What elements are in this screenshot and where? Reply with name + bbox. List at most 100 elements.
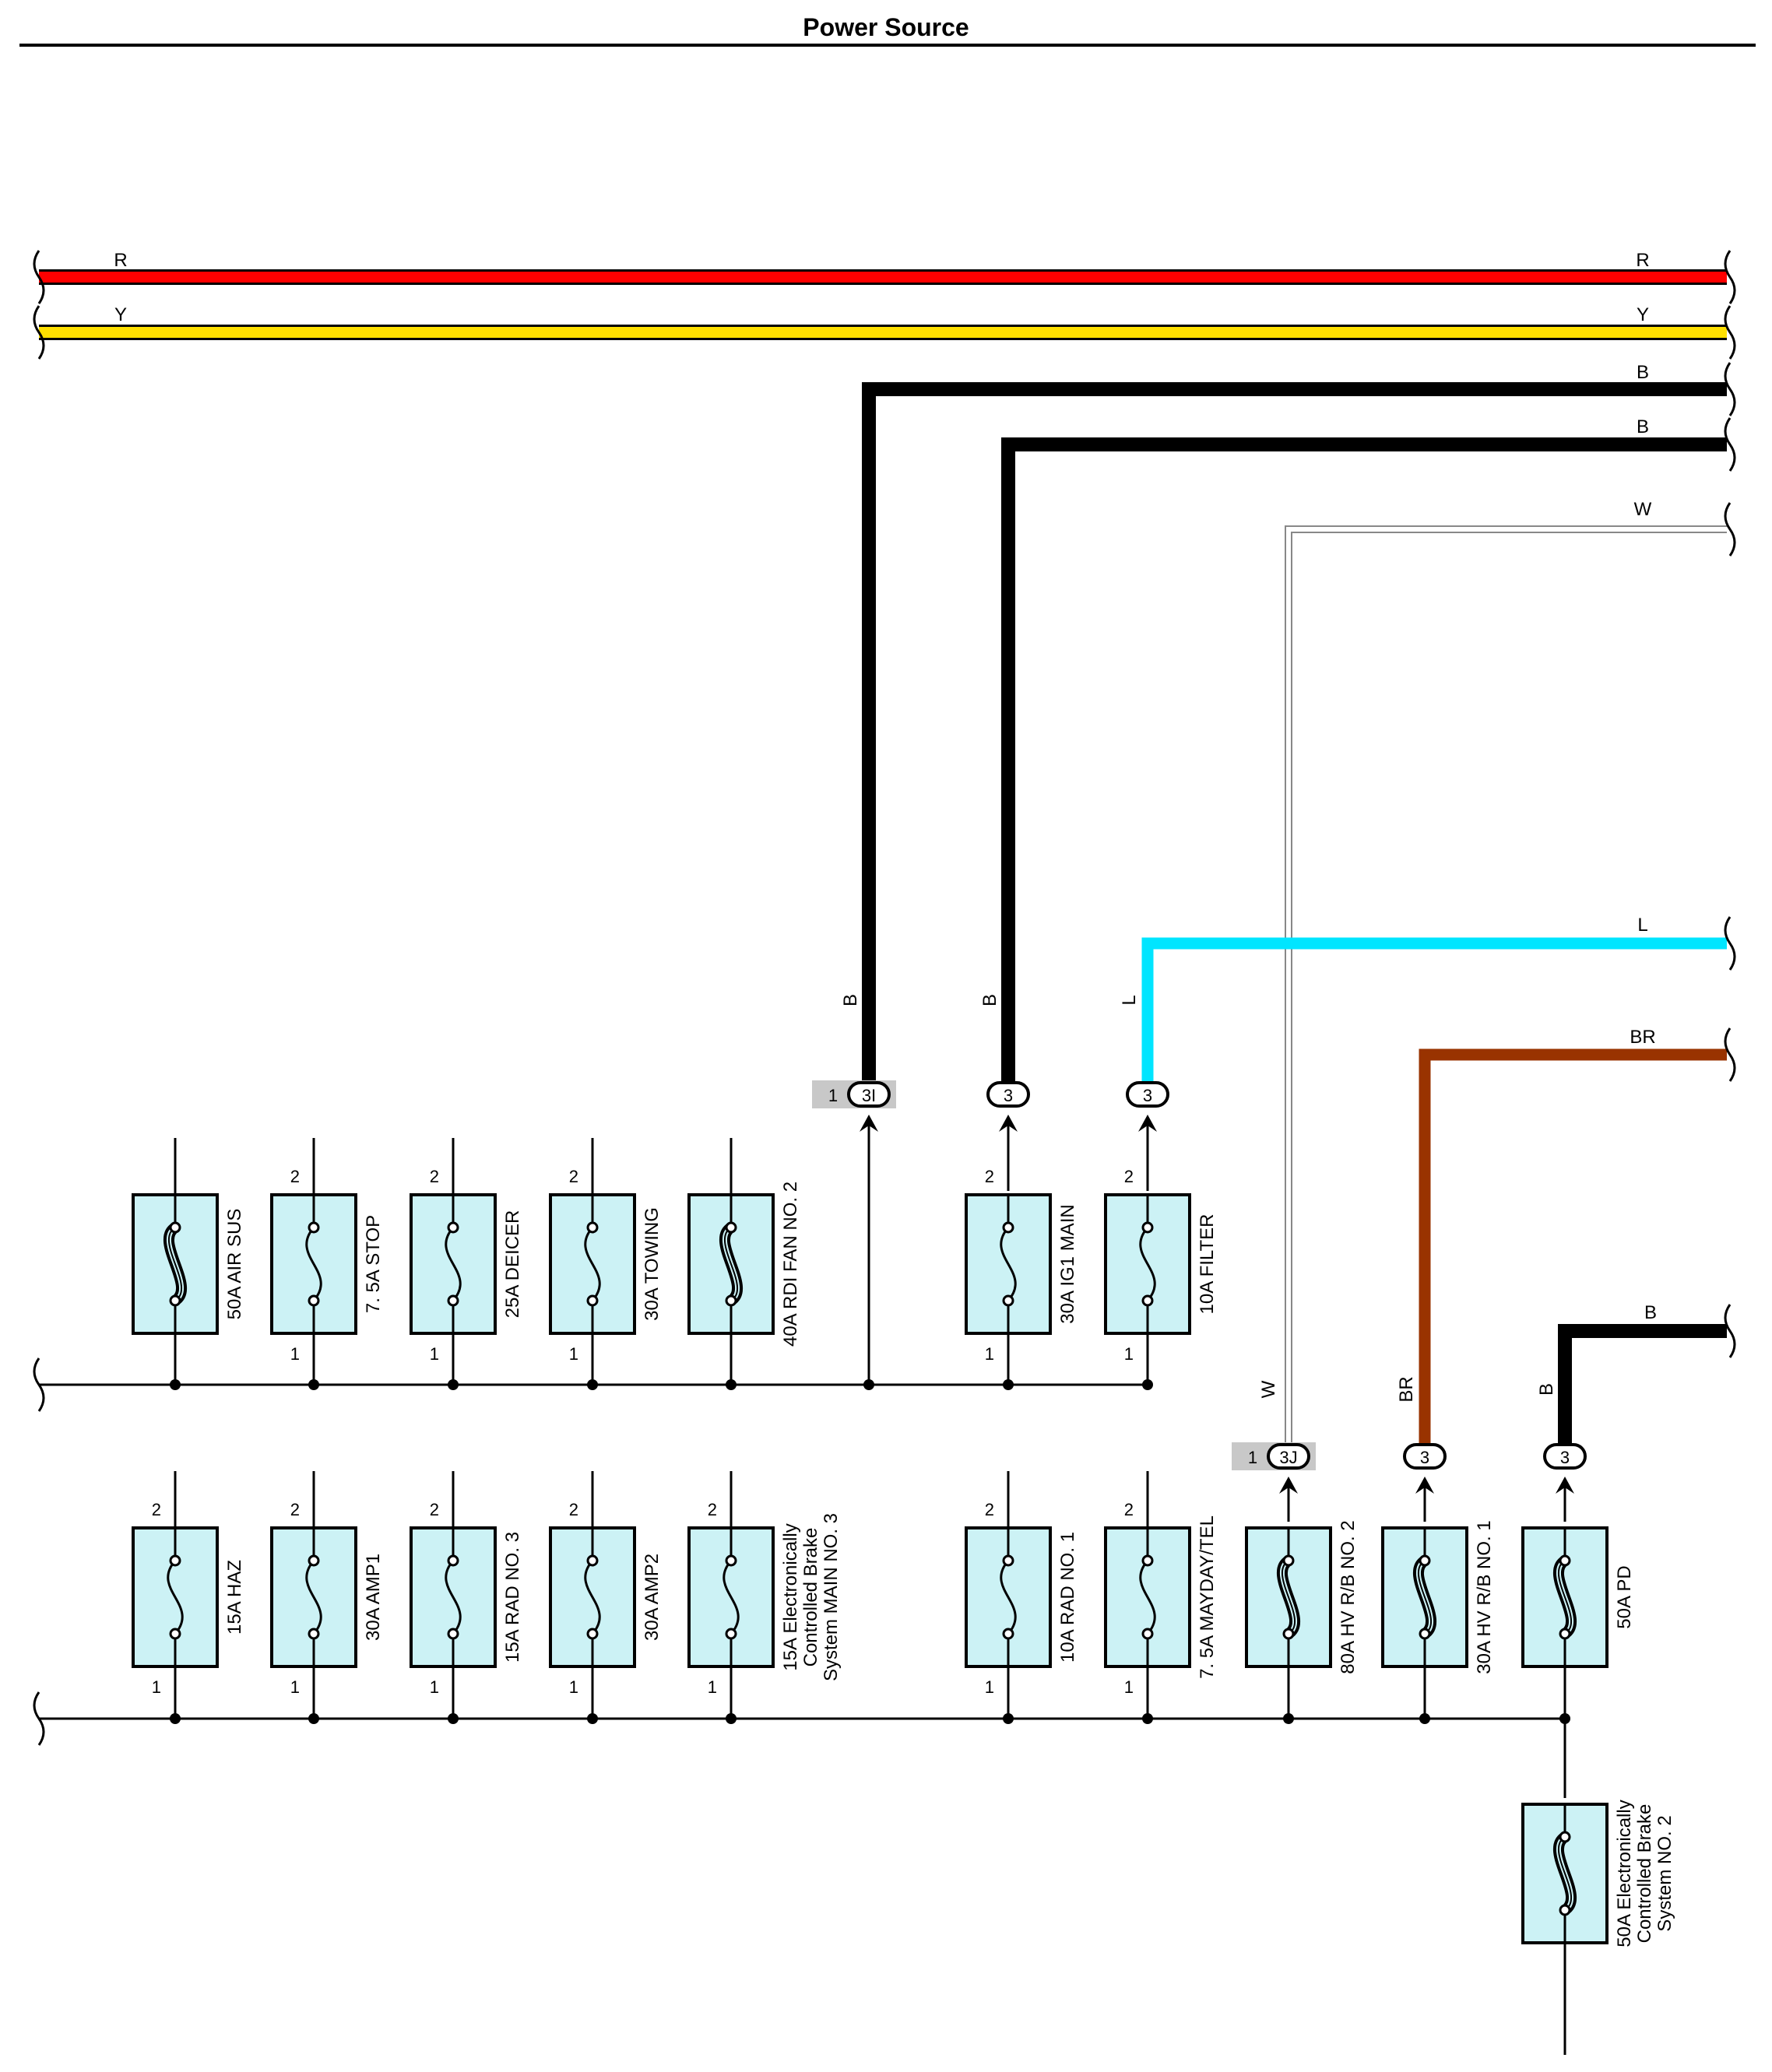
fuse-row2-8: 30A HV R/B NO. 1	[1381, 1520, 1495, 1724]
wire-label-br: BR	[1630, 1027, 1655, 1048]
fuse-pin-top: 2	[569, 1167, 578, 1186]
fusible-link-icon	[163, 1195, 188, 1333]
fuse-row1-1: 217. 5A STOP	[270, 1138, 384, 1390]
break-mark-b-1	[1724, 362, 1736, 416]
fuse-label: 30A AMP2	[642, 1554, 663, 1641]
fuse-row1-5: 2 1 30A IG1 MAIN	[965, 1167, 1078, 1390]
fuse-pin-bottom: 1	[1124, 1677, 1134, 1697]
fuse-icon	[1139, 1528, 1156, 1666]
junction-dot	[726, 1713, 737, 1724]
junction-dot	[726, 1379, 737, 1390]
junction-dot	[1142, 1379, 1153, 1390]
fuse-label: 7. 5A STOP	[363, 1215, 384, 1313]
wire-label-r-right: R	[1636, 250, 1649, 271]
wire-w: W W	[1258, 499, 1727, 1448]
break-mark-w	[1724, 502, 1736, 557]
junction-dot	[308, 1713, 319, 1724]
wire-label-b-3: B	[1644, 1302, 1657, 1323]
junction-dot	[1142, 1713, 1153, 1724]
fuse-pin-top: 2	[152, 1500, 161, 1519]
wire-label-r-left: R	[114, 250, 127, 271]
fuse-pin-top: 2	[1124, 1167, 1134, 1186]
fuse-label: 30A TOWING	[642, 1207, 663, 1321]
fusible-link-icon	[1552, 1528, 1577, 1666]
fuse-label: 25A DEICER	[502, 1210, 523, 1319]
fuse-pin-bottom: 1	[985, 1677, 994, 1697]
wire-br-color	[1419, 1048, 1727, 1448]
fuse-row2-9: 50A PD	[1521, 1526, 1635, 1724]
fuse-label: 10A RAD NO. 1	[1057, 1532, 1078, 1663]
fuse-pin-top: 2	[985, 1167, 994, 1186]
fuse-icon	[1000, 1195, 1017, 1333]
wire-label-b-3-vertical: B	[1536, 1383, 1557, 1396]
wire-label-w: W	[1634, 499, 1652, 520]
fuse-pin-bottom: 1	[430, 1344, 439, 1364]
fuse-label: System NO. 2	[1654, 1815, 1675, 1931]
fusible-link-icon	[719, 1195, 744, 1333]
connector-filter-code: 3	[1143, 1086, 1152, 1105]
break-mark-r-left	[33, 250, 45, 304]
fuse-pin-top: 2	[430, 1500, 439, 1519]
fuse-pin-top: 2	[708, 1500, 717, 1519]
junction-dot	[1283, 1713, 1294, 1724]
fuse-pin-bottom: 1	[569, 1677, 578, 1697]
junction-dot	[448, 1379, 459, 1390]
fuse-icon	[584, 1195, 601, 1333]
break-mark-r-right	[1724, 250, 1736, 304]
fuse-label: 50A PD	[1614, 1565, 1635, 1628]
fuse-label: 40A RDI FAN NO. 2	[780, 1182, 801, 1347]
fuse-label: 80A HV R/B NO. 2	[1338, 1520, 1359, 1673]
junction-dot	[587, 1379, 598, 1390]
break-mark-y-left	[33, 305, 45, 360]
fuse-icon	[445, 1528, 462, 1666]
connector-3I-pin: 1	[828, 1086, 838, 1105]
wire-br: BR BR	[1396, 1027, 1727, 1448]
fuse-label: 10A FILTER	[1197, 1214, 1218, 1315]
wire-label-w-vertical: W	[1258, 1380, 1279, 1398]
fuse-icon	[1139, 1195, 1156, 1333]
junction-dot-3I	[863, 1379, 874, 1390]
connector-filter: 3	[1126, 1081, 1169, 1132]
fuse-label: 15A Electronically	[780, 1523, 801, 1670]
junction-dot	[1419, 1713, 1430, 1724]
fuse-label: 15A HAZ	[224, 1560, 245, 1635]
break-marks	[33, 250, 1736, 1746]
fuse-label: 30A HV R/B NO. 1	[1474, 1520, 1495, 1673]
junction-dot	[308, 1379, 319, 1390]
fuse-label: Controlled Brake	[1634, 1804, 1655, 1944]
break-mark-br	[1724, 1027, 1736, 1082]
connector-pd-code: 3	[1560, 1448, 1570, 1467]
fuse-icon	[723, 1528, 740, 1666]
connectors: 1 3I 3 3 1 3J 3 3	[812, 1080, 1587, 1494]
connector-3I-code: 3I	[862, 1086, 876, 1105]
fuse-icon	[584, 1528, 601, 1666]
fuse-label: 50A AIR SUS	[224, 1209, 245, 1320]
wire-label-y-right: Y	[1637, 304, 1649, 325]
junction-dot	[448, 1713, 459, 1724]
fuse-icon	[1000, 1528, 1017, 1666]
wire-w-color	[1286, 527, 1727, 1448]
fusible-link-icon	[1552, 1804, 1577, 1943]
break-mark-y-right	[1724, 305, 1736, 360]
wire-label-l: L	[1637, 915, 1647, 936]
fuse-pin-bottom: 1	[290, 1344, 300, 1364]
fuse-row-1: 50A AIR SUS 2 1 7. 5A STOP 2 1 25A DEICER 2 1 30A…	[132, 1138, 1218, 1390]
fuse-pin-bottom: 1	[430, 1677, 439, 1697]
fuse-pin-bottom: 1	[985, 1344, 994, 1364]
wire-label-br-vertical: BR	[1396, 1376, 1417, 1402]
fuse-pin-top: 2	[1124, 1500, 1134, 1519]
connector-hv-rb-1: 3	[1403, 1443, 1447, 1494]
fuse-icon	[305, 1528, 322, 1666]
connector-3J-pin: 1	[1248, 1448, 1257, 1467]
fusible-link-icon	[1276, 1528, 1301, 1666]
wire-y: Y Y	[39, 304, 1727, 340]
fuse-row2-6: 217. 5A MAYDAY/TEL	[1104, 1471, 1218, 1724]
wire-b-2: B B	[979, 416, 1727, 1086]
fuse-label: 30A IG1 MAIN	[1057, 1204, 1078, 1323]
wire-l: L L	[1119, 915, 1727, 1086]
